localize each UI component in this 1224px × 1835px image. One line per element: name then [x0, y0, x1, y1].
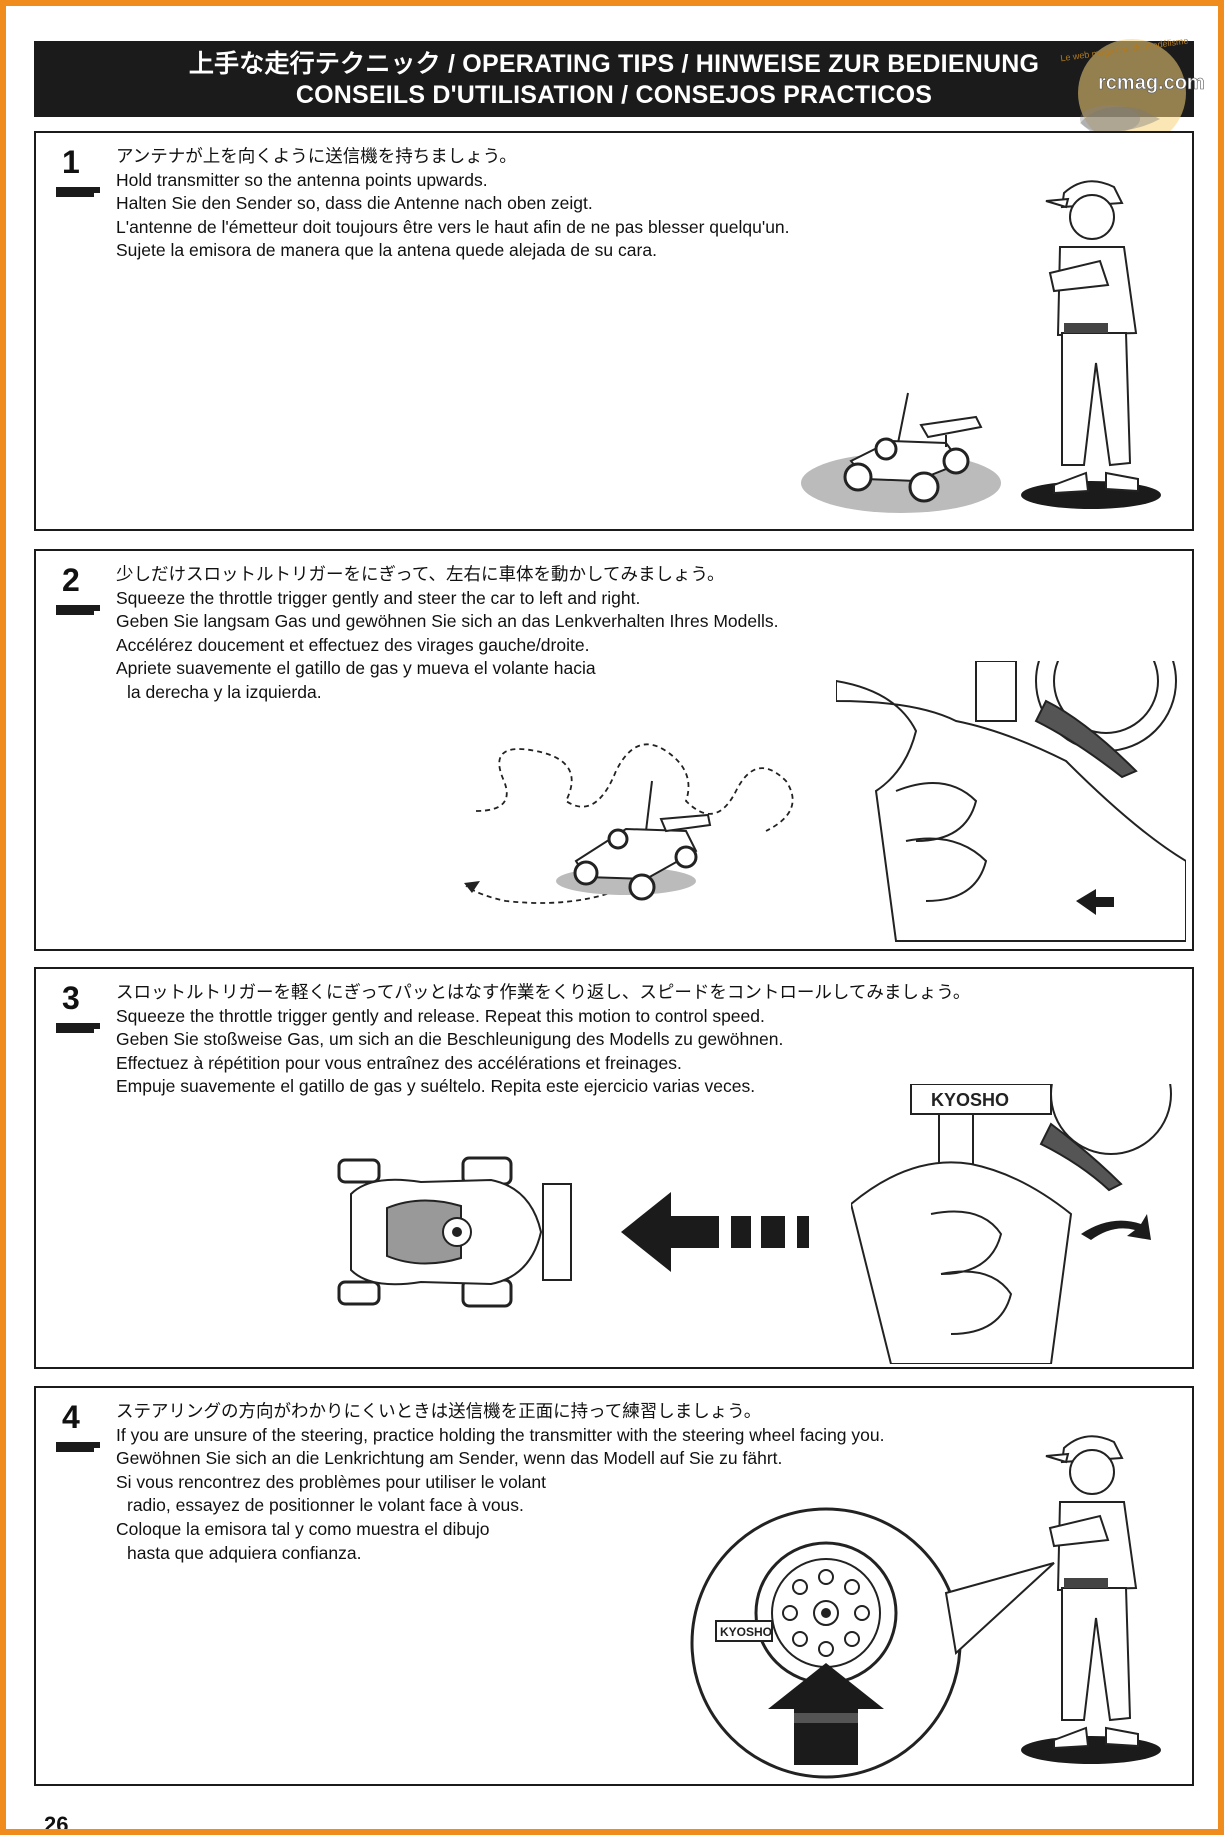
step-line-de: Geben Sie stoßweise Gas, um sich an die …	[116, 1029, 784, 1050]
step-line-jp: スロットルトリガーを軽くにぎってパッとはなす作業をくり返し、スピードをコントロー…	[116, 982, 971, 1002]
step-3: 3 スロットルトリガーを軽くにぎってパッとはなす作業をくり返し、スピードをコント…	[34, 967, 1194, 1369]
step-2: 2 少しだけスロットルトリガーをにぎって、左右に車体を動かしてみましょう。 Sq…	[34, 549, 1194, 951]
step-number: 3	[62, 980, 80, 1016]
step-text: スロットルトリガーを軽くにぎってパッとはなす作業をくり返し、スピードをコントロー…	[116, 981, 970, 1099]
step-4: 4 ステアリングの方向がわかりにくいときは送信機を正面に持って練習しましょう。 …	[34, 1386, 1194, 1786]
step-line-jp: アンテナが上を向くように送信機を持ちましょう。	[116, 146, 517, 166]
step-line-fr: L'antenne de l'émetteur doit toujours êt…	[116, 216, 790, 237]
step-number: 1	[62, 144, 80, 180]
hand-pulse-throttle-illustration: KYOSHO	[851, 1084, 1172, 1364]
step-line-fr: Accélérez doucement et effectuez des vir…	[116, 634, 590, 655]
watermark-site: rcmag.com	[1098, 72, 1205, 94]
rc-buggy-illustration	[801, 392, 1001, 513]
person-facing-transmitter	[1021, 1435, 1161, 1764]
kyosho-brand-label: KYOSHO	[720, 1625, 772, 1639]
person-holding-transmitter	[1021, 180, 1161, 509]
step-line-fr: Effectuez à répétition pour vous entraîn…	[116, 1052, 682, 1073]
step-line-de: Geben Sie langsam Gas und gewöhnen Sie s…	[116, 611, 779, 632]
step-line-es: Apriete suavemente el gatillo de gas y m…	[116, 658, 596, 679]
zigzag-driving-path-illustration	[464, 743, 794, 904]
page-number: 26	[44, 1812, 69, 1835]
step-marker	[56, 187, 100, 197]
step-marker	[56, 1023, 100, 1033]
step-marker	[56, 605, 100, 615]
steering-wheel-closeup-illustration: KYOSHO	[690, 1507, 1055, 1779]
step-number: 2	[62, 562, 80, 598]
step-text: アンテナが上を向くように送信機を持ちましょう。 Hold transmitter…	[116, 145, 790, 263]
rcmag-watermark-logo: rcmag.com Le web magazine du modélisme	[1060, 35, 1205, 147]
step-line-en: If you are unsure of the steering, pract…	[116, 1424, 885, 1445]
step-line-en: Squeeze the throttle trigger gently and …	[116, 587, 641, 608]
step-line-en: Squeeze the throttle trigger gently and …	[116, 1005, 765, 1026]
step-1: 1 アンテナが上を向くように送信機を持ちましょう。 Hold transmitt…	[34, 131, 1194, 531]
step-line-fr-cont: radio, essayez de positionner le volant …	[127, 1495, 524, 1516]
step-line-es: Coloque la emisora tal y como muestra el…	[116, 1518, 490, 1539]
step-marker	[56, 1442, 100, 1452]
header-title-line2: CONSEILS D'UTILISATION / CONSEJOS PRACTI…	[295, 81, 933, 109]
page-header: 上手な走行テクニック / OPERATING TIPS / HINWEISE Z…	[34, 41, 1194, 117]
step-line-es: Sujete la emisora de manera que la anten…	[116, 240, 657, 261]
step-text: ステアリングの方向がわかりにくいときは送信機を正面に持って練習しましょう。 If…	[116, 1400, 884, 1565]
step-line-fr: Si vous rencontrez des problèmes pour ut…	[116, 1471, 546, 1492]
step-line-en: Hold transmitter so the antenna points u…	[116, 169, 488, 190]
kyosho-brand-label: KYOSHO	[931, 1090, 1009, 1110]
step-text: 少しだけスロットルトリガーをにぎって、左右に車体を動かしてみましょう。 Sque…	[116, 563, 779, 705]
step-number: 4	[62, 1399, 80, 1435]
step-line-jp: ステアリングの方向がわかりにくいときは送信機を正面に持って練習しましょう。	[116, 1401, 762, 1421]
step-line-es-cont: hasta que adquiera confianza.	[127, 1542, 362, 1563]
step-line-es: Empuje suavemente el gatillo de gas y su…	[116, 1076, 756, 1097]
buggy-top-view-forward-illustration	[337, 1156, 809, 1308]
step-line-es-cont: la derecha y la izquierda.	[127, 681, 322, 702]
header-title-line1: 上手な走行テクニック / OPERATING TIPS / HINWEISE Z…	[188, 50, 1040, 78]
step-line-jp: 少しだけスロットルトリガーをにぎって、左右に車体を動かしてみましょう。	[116, 564, 725, 584]
hand-squeezing-throttle-illustration	[836, 661, 1186, 942]
step-line-de: Halten Sie den Sender so, dass die Anten…	[116, 193, 593, 214]
step-line-de: Gewöhnen Sie sich an die Lenkrichtung am…	[116, 1448, 783, 1469]
